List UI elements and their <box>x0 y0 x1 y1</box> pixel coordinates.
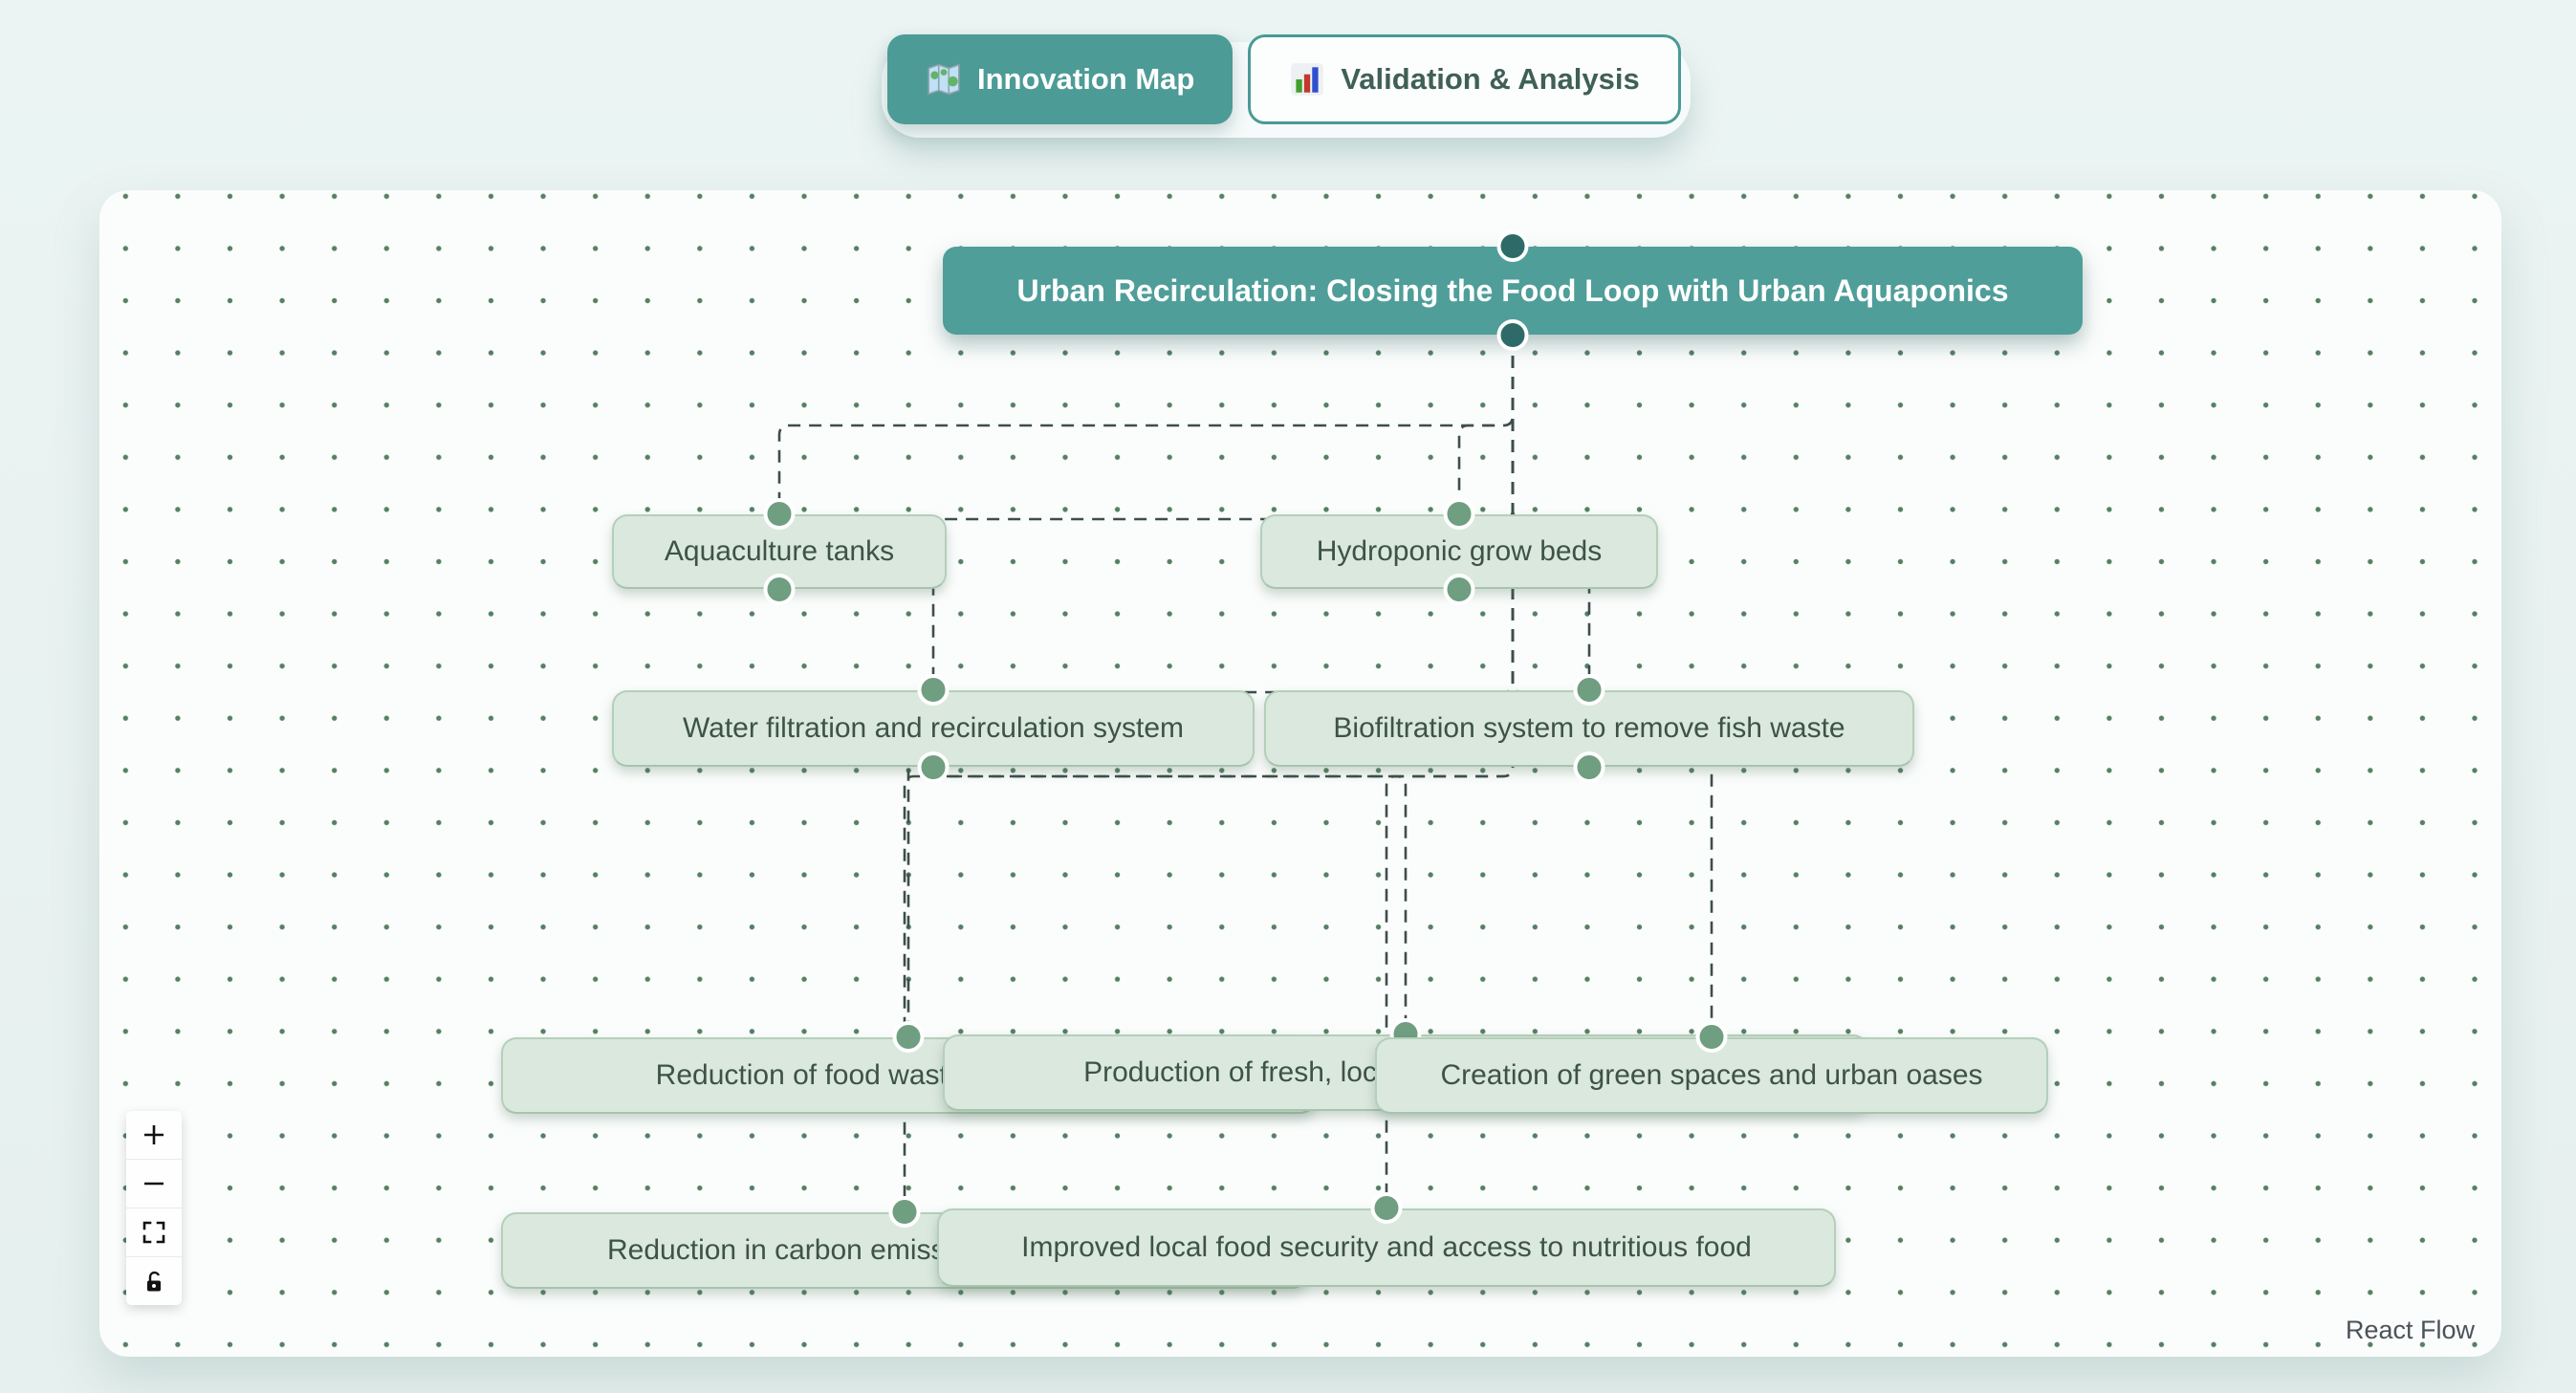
edge-title-to-food-waste[interactable] <box>906 335 1515 1037</box>
react-flow-attribution[interactable]: React Flow <box>2345 1316 2475 1344</box>
edge-title-to-biofiltration[interactable] <box>1511 335 1591 690</box>
lock-toggle-button[interactable] <box>126 1257 182 1305</box>
tab-innovation-map[interactable]: Innovation Map <box>887 34 1233 124</box>
zoom-in-button[interactable] <box>126 1111 182 1160</box>
flow-canvas[interactable]: Urban Recirculation: Closing the Food Lo… <box>99 190 2501 1357</box>
flow-node-aquaculture[interactable]: Aquaculture tanks <box>612 498 947 605</box>
handle-bottom-water-filtration[interactable] <box>917 751 950 783</box>
handle-bottom-hydroponic[interactable] <box>1443 574 1475 605</box>
handle-bottom-biofiltration[interactable] <box>1573 751 1605 783</box>
handle-top-food-waste[interactable] <box>892 1021 925 1053</box>
flow-node-water-filtration[interactable]: Water filtration and recirculation syste… <box>612 674 1255 783</box>
edge-title-to-water-filtration[interactable] <box>931 335 1515 690</box>
flow-controls <box>126 1111 182 1305</box>
edge-water-filtration-to-produce[interactable] <box>931 767 1408 1034</box>
handle-top-green-spaces[interactable] <box>1695 1021 1728 1053</box>
handle-top-food-security[interactable] <box>1370 1192 1403 1224</box>
fit-view-button[interactable] <box>126 1208 182 1257</box>
tab-label: Innovation Map <box>977 62 1195 96</box>
flow-node-green-spaces[interactable]: Creation of green spaces and urban oases <box>1375 1021 2048 1114</box>
edge-title-to-hydroponic[interactable] <box>1457 335 1515 514</box>
flow-node-hydroponic[interactable]: Hydroponic grow beds <box>1260 498 1658 605</box>
handle-top-title[interactable] <box>1496 230 1529 262</box>
tab-validation-analysis[interactable]: Validation & Analysis <box>1248 34 1681 124</box>
fit-view-icon <box>142 1221 165 1244</box>
flow-node-food-security[interactable]: Improved local food security and access … <box>937 1192 1836 1287</box>
handle-top-hydroponic[interactable] <box>1443 498 1475 530</box>
handle-bottom-title[interactable] <box>1496 319 1529 351</box>
bar-chart-icon <box>1291 63 1324 96</box>
edge-title-to-green-spaces[interactable] <box>1511 335 1714 1037</box>
flow-edges <box>777 335 1714 1212</box>
handle-top-water-filtration[interactable] <box>917 674 950 706</box>
flow-node-biofiltration[interactable]: Biofiltration system to remove fish wast… <box>1264 674 1914 783</box>
view-tabbar: Innovation Map Validation & Analysis <box>882 34 1691 138</box>
map-icon <box>928 63 960 96</box>
edge-title-to-aquaculture[interactable] <box>777 335 1515 514</box>
plus-icon <box>144 1125 164 1144</box>
unlock-icon <box>147 1271 161 1292</box>
flow-node-title[interactable]: Urban Recirculation: Closing the Food Lo… <box>943 230 2083 351</box>
minus-icon <box>144 1182 164 1186</box>
handle-top-carbon[interactable] <box>888 1196 921 1228</box>
tab-label: Validation & Analysis <box>1341 62 1640 96</box>
zoom-out-button[interactable] <box>126 1160 182 1208</box>
handle-top-aquaculture[interactable] <box>763 498 796 530</box>
handle-bottom-aquaculture[interactable] <box>763 574 796 605</box>
handle-top-biofiltration[interactable] <box>1573 674 1605 706</box>
